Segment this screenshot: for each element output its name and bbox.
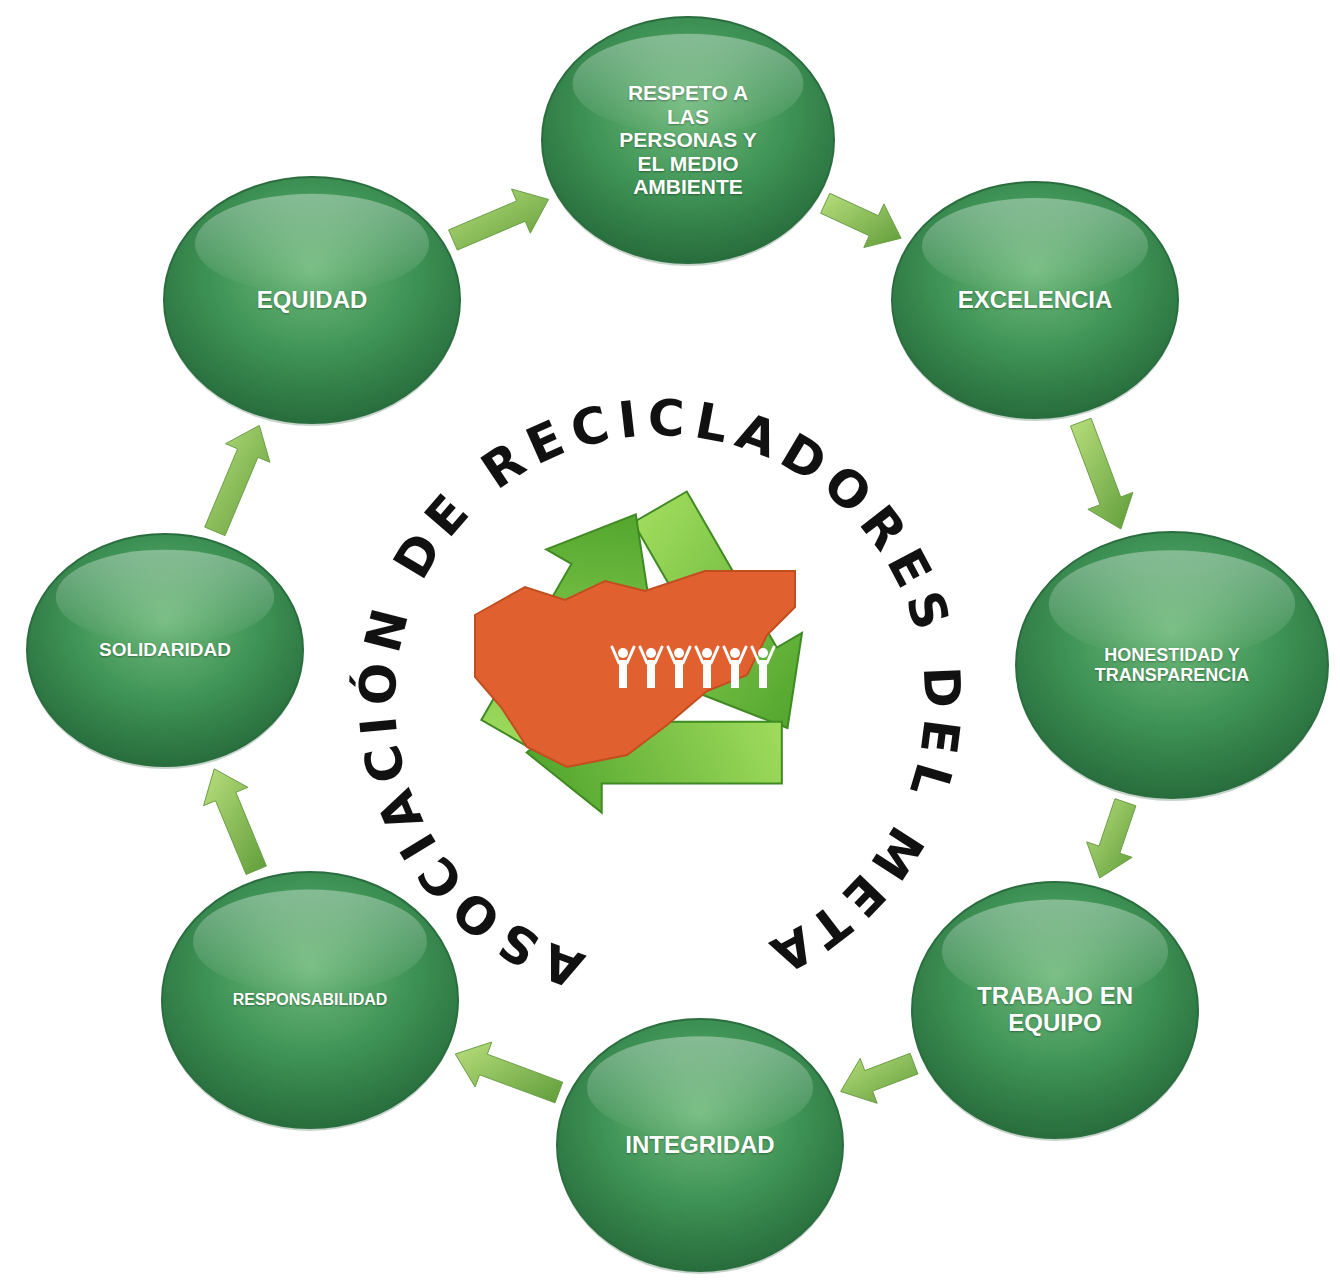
ellipse-shine [193,890,427,994]
value-label: SOLIDARIDAD [99,639,231,660]
flow-arrow [204,769,267,875]
ellipse-shine [587,1036,813,1138]
text-holder: INTEGRIDAD [625,1132,774,1159]
value-label: TRABAJO EN EQUIPO [965,983,1145,1037]
value-ellipse: RESPETO A LAS PERSONAS Y EL MEDIO AMBIEN… [540,15,836,265]
map-shape [475,571,795,767]
text-holder: HONESTIDAD Y TRANSPARENCIA [1067,645,1277,685]
ellipse-shine [922,198,1148,294]
flow-arrow [821,193,902,247]
text-holder: RESPETO A LAS PERSONAS Y EL MEDIO AMBIEN… [613,81,763,199]
ellipse-shine [56,550,274,644]
text-holder: TRABAJO EN EQUIPO [965,983,1145,1037]
value-label: INTEGRIDAD [625,1132,774,1159]
ellipse-shine [195,194,429,294]
value-ellipse: INTEGRIDAD [555,1017,845,1273]
ring-title: ASOCIACIÓN DE RECICLADORES DEL META [347,389,971,999]
value-ellipse: SOLIDARIDAD [25,532,305,768]
ellipse-fill [162,872,458,1128]
flow-arrow [205,425,270,535]
flow-arrow [449,189,549,250]
ellipse-fill [557,1019,843,1271]
text-holder: EXCELENCIA [958,287,1113,314]
flow-arrow [1087,799,1136,878]
value-ellipse: EXCELENCIA [890,180,1180,420]
recycle-arrows [424,492,809,884]
flow-arrow [1071,418,1133,529]
ellipse-fill [892,182,1178,418]
value-ellipse: EQUIDAD [162,175,462,425]
people-icons [612,647,774,688]
text-holder: SOLIDARIDAD [99,639,231,660]
value-label: HONESTIDAD Y TRANSPARENCIA [1067,645,1277,685]
ellipse-shine [1049,550,1295,658]
value-ellipse: TRABAJO EN EQUIPO [910,880,1200,1140]
value-ellipse: HONESTIDAD Y TRANSPARENCIA [1014,530,1330,800]
value-label: RESPONSABILIDAD [233,991,388,1009]
value-label: EXCELENCIA [958,287,1113,314]
flow-arrow [455,1042,562,1103]
ellipse-fill [164,177,460,423]
value-label: EQUIDAD [257,287,368,314]
text-holder: EQUIDAD [257,287,368,314]
ellipse-fill [1016,532,1328,798]
meta-map [475,571,795,767]
text-holder: RESPONSABILIDAD [233,991,388,1009]
flow-arrow [841,1053,918,1103]
ellipse-fill [27,534,303,766]
value-ellipse: RESPONSABILIDAD [160,870,460,1130]
value-label: RESPETO A LAS PERSONAS Y EL MEDIO AMBIEN… [613,81,763,199]
ellipse-fill [542,17,834,263]
ellipse-fill [912,882,1198,1138]
